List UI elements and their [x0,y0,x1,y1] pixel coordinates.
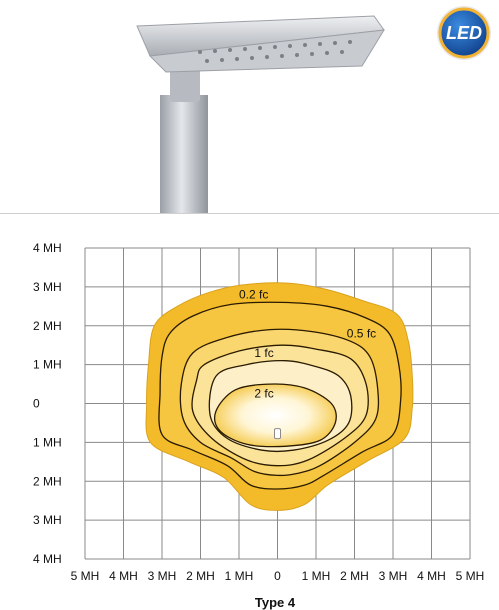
x-tick-label: 5 MH [71,569,100,583]
y-tick-label: 1 MH [33,358,62,372]
contour-label: 2 fc [254,387,273,401]
y-tick-label: 1 MH [33,435,62,449]
x-tick-labels: 5 MH 4 MH 3 MH 2 MH 1 MH 0 1 MH 2 MH 3 MH 4 MH 5 M… [71,569,485,583]
y-tick-label: 4 MH [33,552,62,566]
x-tick-label: 3 MH [148,569,177,583]
contour-label: 1 fc [254,346,273,360]
led-badge: LED [437,6,491,60]
x-tick-label: 5 MH [456,569,485,583]
luminaire-photo: LED [136,6,491,213]
y-tick-label: 2 MH [33,319,62,333]
led-badge-text: LED [446,23,482,43]
x-tick-label: 1 MH [225,569,254,583]
y-tick-label: 3 MH [33,513,62,527]
y-tick-label: 2 MH [33,474,62,488]
section-divider [0,213,499,214]
isolux-chart: 0.2 fc 0.5 fc 1 fc 2 fc 5 MH 4 MH 3 MH 2 MH 1 M… [33,241,485,610]
y-tick-labels: 4 MH 3 MH 2 MH 1 MH 0 1 MH 2 MH 3 MH 4 MH [33,241,62,566]
x-tick-label: 3 MH [379,569,408,583]
luminaire-head [136,15,385,73]
x-tick-label: 4 MH [417,569,446,583]
y-tick-label: 4 MH [33,241,62,255]
y-tick-label: 3 MH [33,280,62,294]
luminaire-marker [274,428,281,440]
x-tick-label: 2 MH [340,569,369,583]
y-tick-label: 0 [33,397,40,411]
contour-group: 0.2 fc 0.5 fc 1 fc 2 fc [145,282,414,511]
x-tick-label: 0 [274,569,281,583]
x-tick-label: 2 MH [186,569,215,583]
chart-title: Type 4 [255,595,296,610]
contour-label: 0.5 fc [347,326,376,340]
x-tick-label: 4 MH [109,569,138,583]
x-tick-label: 1 MH [302,569,331,583]
contour-label: 0.2 fc [239,288,268,302]
contour-line [213,383,337,448]
pole [160,68,208,213]
